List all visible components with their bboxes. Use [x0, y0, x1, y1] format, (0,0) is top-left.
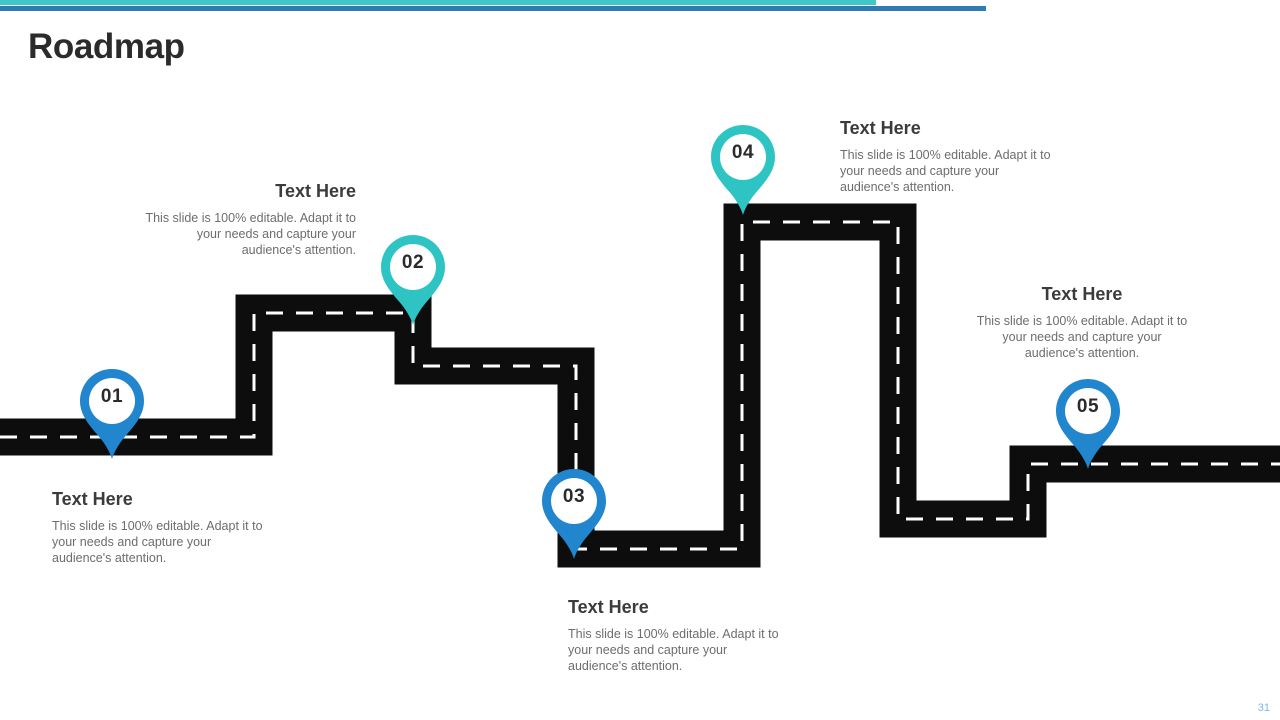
milestone-text-01: Text Here This slide is 100% editable. A… — [52, 488, 268, 566]
milestone-body-05: This slide is 100% editable. Adapt it to… — [976, 314, 1188, 360]
milestone-heading-01: Text Here — [52, 489, 133, 509]
map-pin-icon — [1056, 379, 1120, 469]
accent-bar-blue — [0, 6, 986, 11]
pin-inner-circle — [390, 244, 436, 290]
milestone-heading-03: Text Here — [568, 597, 649, 617]
pin-number-01: 01 — [100, 386, 124, 407]
milestone-text-02: Text Here This slide is 100% editable. A… — [138, 180, 356, 258]
map-pin-icon — [80, 369, 144, 459]
map-pin-icon — [381, 235, 445, 325]
pin-number-04: 04 — [731, 142, 755, 163]
pin-number-03: 03 — [562, 486, 586, 507]
pin-inner-circle — [1065, 388, 1111, 434]
page-number: 31 — [1257, 702, 1270, 714]
milestone-heading-05: Text Here — [1041, 284, 1123, 304]
milestone-heading-04: Text Here — [840, 118, 921, 138]
map-pin-icon — [542, 469, 606, 559]
pin-inner-circle — [89, 378, 135, 424]
map-pin-02[interactable]: 02 — [377, 232, 449, 328]
milestone-body-01: This slide is 100% editable. Adapt it to… — [52, 519, 263, 565]
milestone-body-04: This slide is 100% editable. Adapt it to… — [840, 148, 1051, 194]
map-pin-icon — [711, 125, 775, 215]
map-pin-05[interactable]: 05 — [1052, 376, 1124, 472]
milestone-text-05: Text Here This slide is 100% editable. A… — [972, 283, 1192, 361]
map-pin-03[interactable]: 03 — [538, 466, 610, 562]
pin-inner-circle — [720, 134, 766, 180]
page-title: Roadmap — [28, 27, 185, 66]
pin-inner-circle — [551, 478, 597, 524]
map-pin-04[interactable]: 04 — [707, 122, 779, 218]
milestone-text-04: Text Here This slide is 100% editable. A… — [840, 117, 1056, 195]
pin-number-05: 05 — [1076, 396, 1100, 417]
milestone-body-03: This slide is 100% editable. Adapt it to… — [568, 627, 779, 673]
milestone-body-02: This slide is 100% editable. Adapt it to… — [145, 211, 356, 257]
pin-number-02: 02 — [401, 252, 425, 273]
map-pin-01[interactable]: 01 — [76, 366, 148, 462]
milestone-heading-02: Text Here — [275, 181, 356, 201]
milestone-text-03: Text Here This slide is 100% editable. A… — [568, 596, 782, 674]
accent-bar-teal — [0, 0, 876, 5]
